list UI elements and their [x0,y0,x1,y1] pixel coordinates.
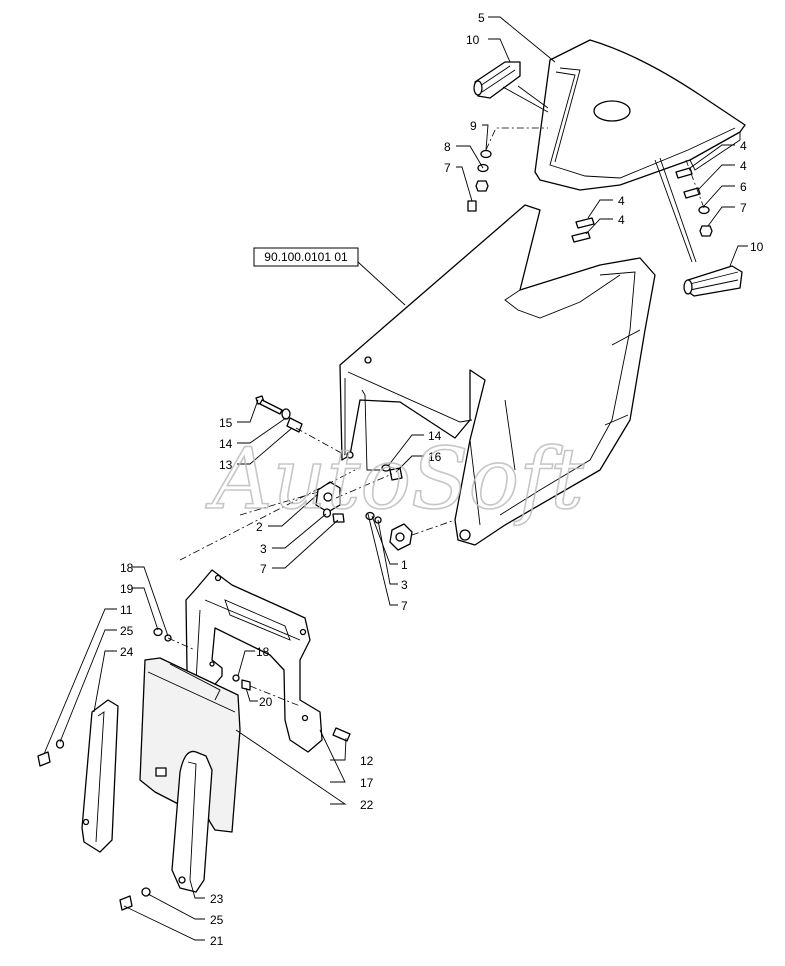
callout-22: 22 [360,798,374,812]
callout-4-right-b: 4 [740,159,747,173]
callout-23: 23 [210,892,224,906]
screw-7-left [332,513,345,523]
callout-17: 17 [360,776,374,790]
callout-13: 13 [219,458,233,472]
callout-4-right-a: 4 [740,139,747,153]
gasket-10-lower [683,265,743,297]
assembly-lines [167,127,705,707]
callout-5: 5 [478,11,485,25]
callout-3-left: 3 [260,542,267,556]
callout-18-upper: 18 [120,561,134,575]
callout-25-upper: 25 [120,624,134,638]
clip-4-mid-b [571,231,591,243]
callout-14-left: 14 [219,437,233,451]
hardware-6-7-right [698,205,713,237]
callout-10-lower: 10 [750,240,764,254]
cab-frame [339,204,656,546]
hinge-2 [315,481,341,513]
screw-18-19-upper [153,627,172,642]
callout-6: 6 [740,180,747,194]
gasket-10-upper [473,61,521,99]
callout-9: 9 [470,119,477,133]
screw-15 [255,395,283,415]
callout-14-right: 14 [428,429,442,443]
back-panel-22 [139,657,241,833]
reference-label-text: 90.100.0101 01 [264,250,348,264]
spacer-13 [286,417,303,433]
callout-11: 11 [120,603,133,617]
callout-19: 19 [120,582,134,596]
callout-24: 24 [120,645,134,659]
callout-labels: 5 10 9 8 7 4 4 6 7 4 4 10 15 14 13 14 16… [120,11,764,948]
callout-4-mid-a: 4 [618,194,625,208]
bracket-frame-17 [185,569,323,753]
callout-21: 21 [210,934,224,948]
nut-14-16 [381,464,403,481]
callout-7-upper-right: 7 [740,201,747,215]
trim-23 [171,750,213,893]
callout-15: 15 [219,416,233,430]
callout-3-right: 3 [401,578,408,592]
trim-24 [81,699,119,853]
callout-2: 2 [256,520,263,534]
callout-20: 20 [259,695,273,709]
clip-4-right-b [683,187,701,199]
hardware-9-8-7-left [467,149,492,212]
callout-12: 12 [360,754,374,768]
leader-lines [43,16,748,941]
roof-panel-5 [534,39,746,191]
callout-4-mid-b: 4 [618,213,625,227]
washer-14-left [281,408,291,420]
hinge-1 [389,523,413,551]
clip-4-right-a [675,167,693,179]
clip-4-mid-a [575,217,595,229]
screw-18-20-mid [232,674,251,691]
callout-25-lower: 25 [210,913,224,927]
callout-18-mid: 18 [256,645,270,659]
callout-7-right: 7 [401,599,408,613]
reference-label: 90.100.0101 01 [253,247,359,267]
pin-12 [332,727,351,742]
callout-1: 1 [401,558,408,572]
watermark-text: AutoSoft [205,430,584,528]
callout-7-upper-left: 7 [444,161,451,175]
callout-8: 8 [444,140,451,154]
callout-10-upper: 10 [466,33,480,47]
callout-16: 16 [428,450,442,464]
screw-11-25-left [37,739,65,767]
callout-7-left: 7 [260,562,267,576]
